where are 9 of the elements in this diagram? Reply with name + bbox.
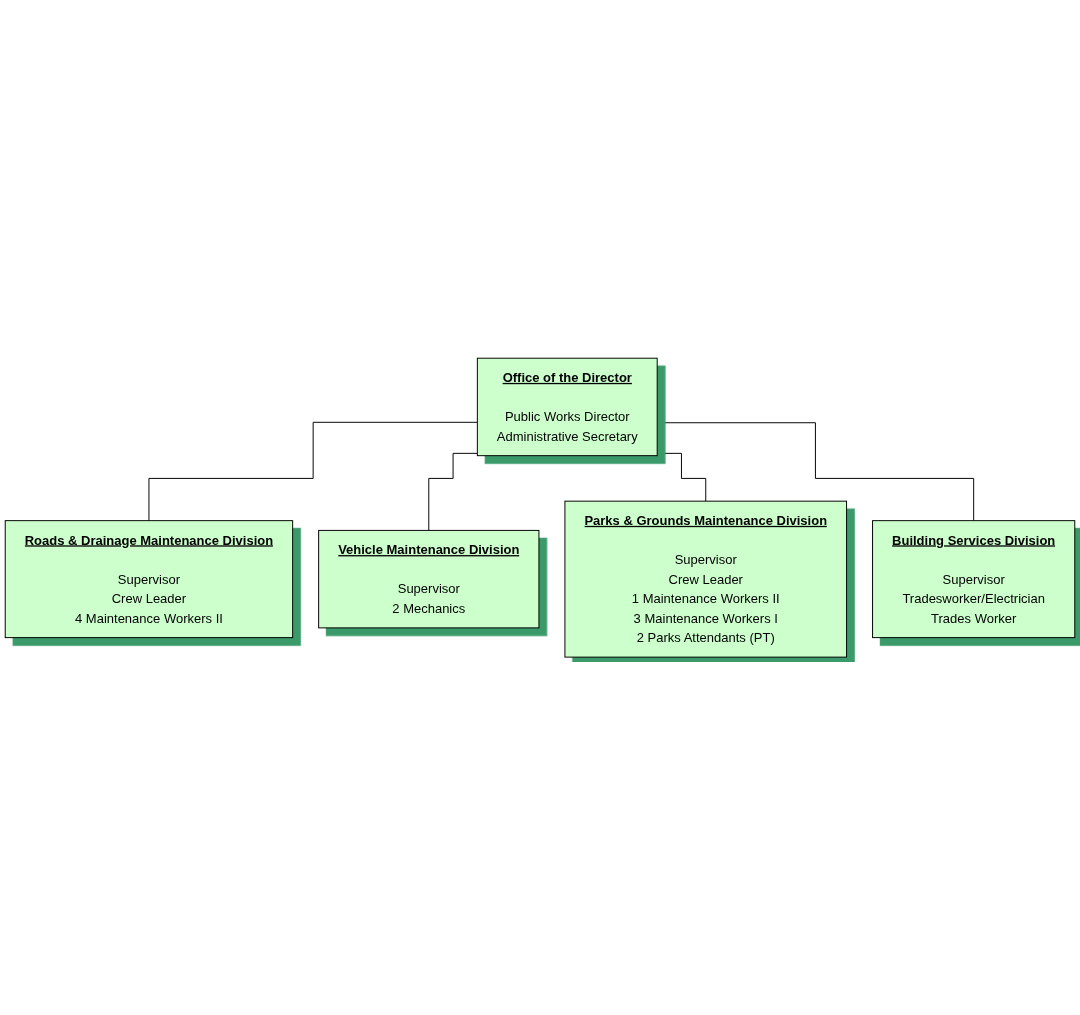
node-box: Building Services Division Supervisor Tradesworker/Electrician Trades Worker bbox=[872, 520, 1076, 638]
connector bbox=[428, 452, 478, 531]
node-box: Roads & Drainage Maintenance Division Supervisor Crew Leader 4 Maintenance Workers II bbox=[4, 520, 294, 638]
connector bbox=[148, 421, 478, 521]
connector bbox=[656, 452, 707, 502]
node-box: Parks & Grounds Maintenance Division Supervisor Crew Leader 1 Maintenance Workers II 3 Maintenance Workers I 2 Parks Attendants (PT) bbox=[564, 500, 848, 658]
node-box: Vehicle Maintenance Division Supervisor 2 Mechanics bbox=[318, 529, 540, 629]
connector bbox=[656, 422, 975, 521]
node-box: Office of the Director Public Works Director Administrative Secretary bbox=[476, 357, 658, 456]
